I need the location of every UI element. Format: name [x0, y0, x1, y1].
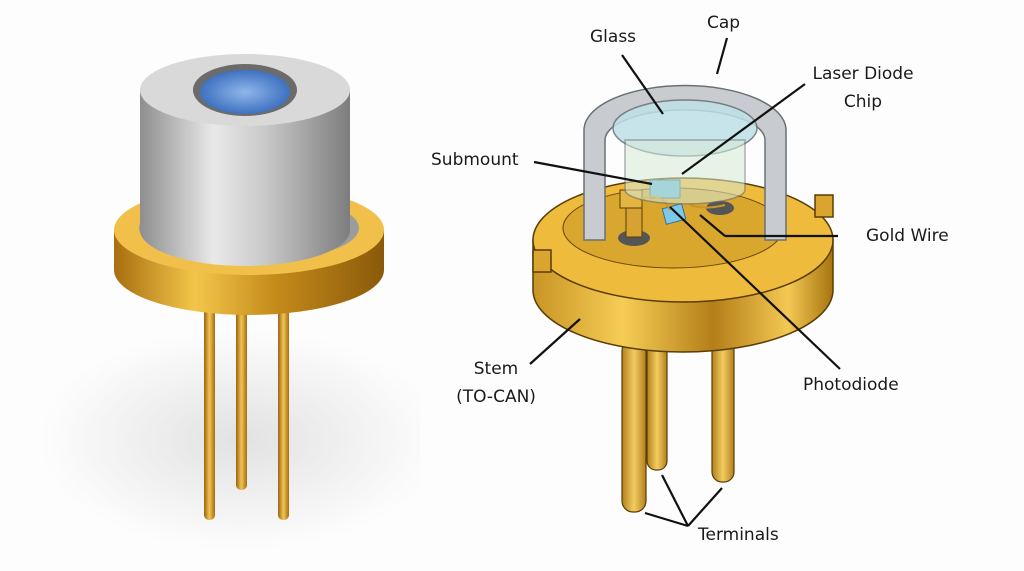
- laser-diode-photo: [40, 54, 420, 550]
- photo-pin-left: [204, 300, 215, 520]
- terminals: [621, 339, 735, 513]
- label-stem-line2: (TO-CAN): [456, 387, 536, 407]
- label-gold-wire: Gold Wire: [866, 226, 949, 246]
- photodiode-chip: [661, 203, 687, 225]
- photo-pin-right: [278, 300, 289, 520]
- label-laser-diode-chip-line2: Chip: [843, 92, 883, 112]
- label-cap: Cap: [707, 13, 741, 33]
- label-submount: Submount: [431, 150, 519, 170]
- label-photodiode: Photodiode: [803, 375, 899, 395]
- label-terminals: Terminals: [698, 525, 779, 545]
- photo-shadow: [40, 330, 420, 550]
- photo-pin-middle: [236, 300, 247, 490]
- label-laser-diode-chip-line1: Laser Diode: [812, 64, 914, 84]
- photo-metal-cap: [140, 90, 350, 266]
- label-glass: Glass: [590, 27, 637, 47]
- label-stem-line1: Stem: [473, 359, 519, 379]
- leader-lines: [529, 37, 841, 528]
